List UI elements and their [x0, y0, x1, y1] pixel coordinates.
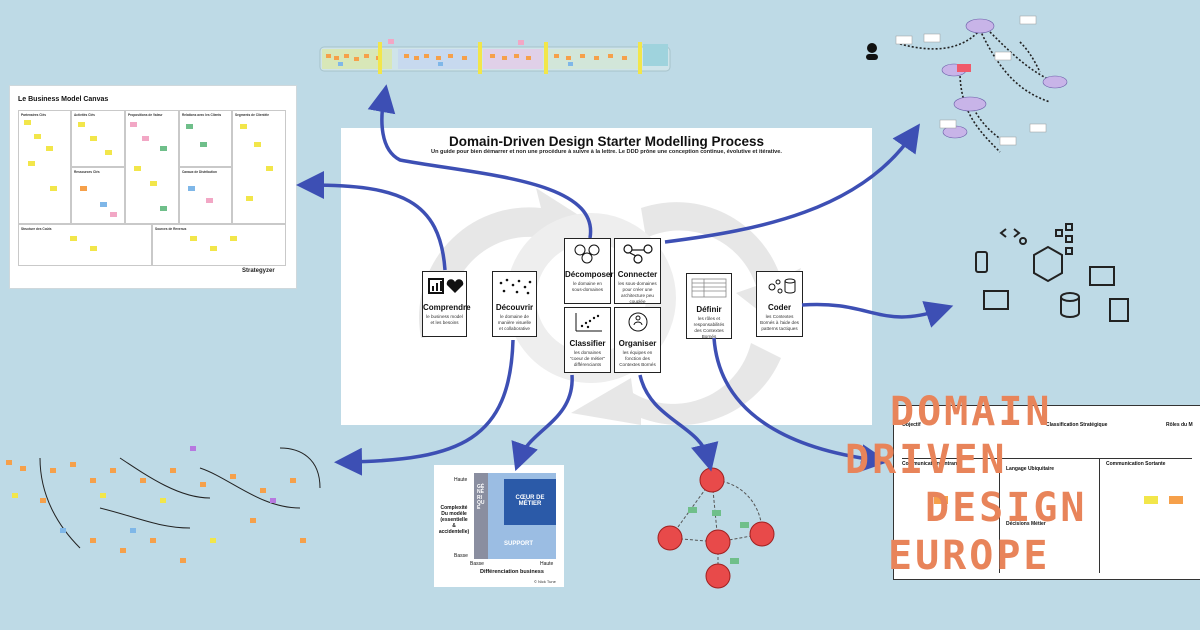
core-chart-xlabel: Différenciation business [480, 569, 544, 575]
step-card-connecter: Connecter les sous-domaines pour créer u… [614, 238, 661, 304]
scatter-icon [565, 311, 610, 337]
step-desc: les Contextes Bornés à l'aide des patter… [760, 314, 799, 331]
bmc-cell-activities: Activités Clés [71, 110, 125, 167]
event-timeline-strip [319, 39, 671, 74]
core-label: CŒUR DE MÉTIER [515, 495, 545, 507]
step-desc: les domaines "coeur de métier" différenc… [569, 350, 606, 367]
ddd-logo-line-3: DESIGN [925, 485, 1088, 531]
process-panel: Domain-Driven Design Starter Modelling P… [341, 128, 872, 425]
step-card-decomposer: Décomposer le domaine en sous-domaines [564, 238, 614, 304]
network-icon [615, 242, 660, 268]
bmc-title: Le Business Model Canvas [18, 96, 109, 103]
step-title: Classifier [569, 339, 606, 348]
step-card-organiser: Organiser les équipes en fonction des Co… [614, 307, 661, 373]
step-title: Comprendre [423, 303, 471, 312]
bmc-cell-relations: Relations avec les Clients [179, 110, 232, 167]
strategyzer-logo: Strategyzer [242, 268, 275, 274]
bounded-context-canvas: Objectif Classification Stratégique Rôle… [893, 405, 1200, 580]
canvas-label-langage: Langage Ubiquitaire [1006, 466, 1055, 472]
business-model-canvas: Le Business Model Canvas Partenaires Clé… [9, 85, 297, 289]
step-title: Décomposer [565, 270, 614, 279]
code-icons-group [960, 215, 1140, 330]
bmc-cell-segments: Segments de Clientèle [232, 110, 286, 224]
ddd-logo-line-1: DOMAIN [890, 389, 1053, 435]
canvas-label-entrante: Communication Entrante [902, 461, 962, 467]
generic-label: GÉNÉRIQUE [477, 484, 485, 511]
step-title: Définir [696, 305, 722, 314]
bmc-cell-revenue: Sources de Revenus [152, 224, 286, 266]
canvas-label-roles: Rôles du M [1166, 422, 1193, 428]
core-chart-credit: © Nick Tune [534, 579, 556, 584]
bmc-cell-partners: Partenaires Clés [18, 110, 71, 224]
core-chart-ylabel: Complexité Du modèle (essentielle & acci… [438, 505, 470, 535]
support-label: SUPPORT [504, 541, 534, 547]
core-zone [504, 479, 556, 525]
step-title: Coder [767, 303, 792, 312]
step-card-comprendre: Comprendre le business model et les beso… [422, 271, 471, 337]
ddd-logo-line-2: DRIVEN [845, 437, 1008, 483]
diagram-subtitle: Un guide pour bien démarrer et non une p… [431, 149, 782, 155]
step-desc: le domaine de manière visuelle et collab… [497, 314, 532, 331]
event-storming-board [6, 446, 321, 563]
circles-icon [565, 242, 610, 268]
table-icon [687, 277, 731, 303]
code-icon [757, 275, 802, 301]
step-desc: les équipes en fonction des Contextes Bo… [619, 350, 656, 367]
step-title: Connecter [617, 270, 658, 279]
step-card-classifier: Classifier les domaines "coeur de métier… [564, 307, 611, 373]
context-map-graph [866, 15, 1068, 153]
step-card-coder: Coder les Contextes Bornés à l'aide des … [756, 271, 803, 337]
step-title: Organiser [618, 339, 657, 348]
step-desc: le business model et les besoins [426, 314, 463, 325]
chart-heart-icon [423, 275, 466, 301]
step-card-decouvrir: Découvrir le domaine de manière visuelle… [492, 271, 537, 337]
generic-zone [474, 473, 488, 559]
ddd-logo-line-4: EUROPE [888, 533, 1051, 579]
step-desc: les rôles et responsabilités des Context… [693, 316, 725, 339]
bmc-cell-costs: Structure des Coûts [18, 224, 152, 266]
core-domain-chart: Complexité Du modèle (essentielle & acci… [434, 465, 564, 587]
canvas-label-sortante: Communication Sortante [1106, 461, 1166, 467]
core-chart-ybottom: Basse [454, 553, 468, 559]
dots-icon [493, 275, 536, 301]
core-chart-xright: Haute [540, 561, 554, 567]
canvas-label-decisions: Décisions Métier [1006, 521, 1046, 527]
step-card-definir: Définir les rôles et responsabilités des… [686, 273, 732, 339]
bmc-cell-channels: Canaux de Distribution [179, 167, 232, 224]
core-chart-xleft: Basse [470, 561, 484, 567]
canvas-label-objectif: Objectif [902, 422, 921, 428]
step-title: Découvrir [495, 303, 534, 312]
team-topology-graph [657, 467, 775, 589]
step-desc: les sous-domaines pour créer une archite… [618, 281, 657, 304]
team-icon [615, 311, 660, 337]
diagram-title: Domain-Driven Design Starter Modelling P… [448, 134, 765, 149]
step-desc: le domaine en sous-domaines [571, 281, 604, 292]
core-chart-ytop: Haute [454, 477, 468, 483]
canvas-label-classification: Classification Stratégique [1046, 422, 1108, 428]
